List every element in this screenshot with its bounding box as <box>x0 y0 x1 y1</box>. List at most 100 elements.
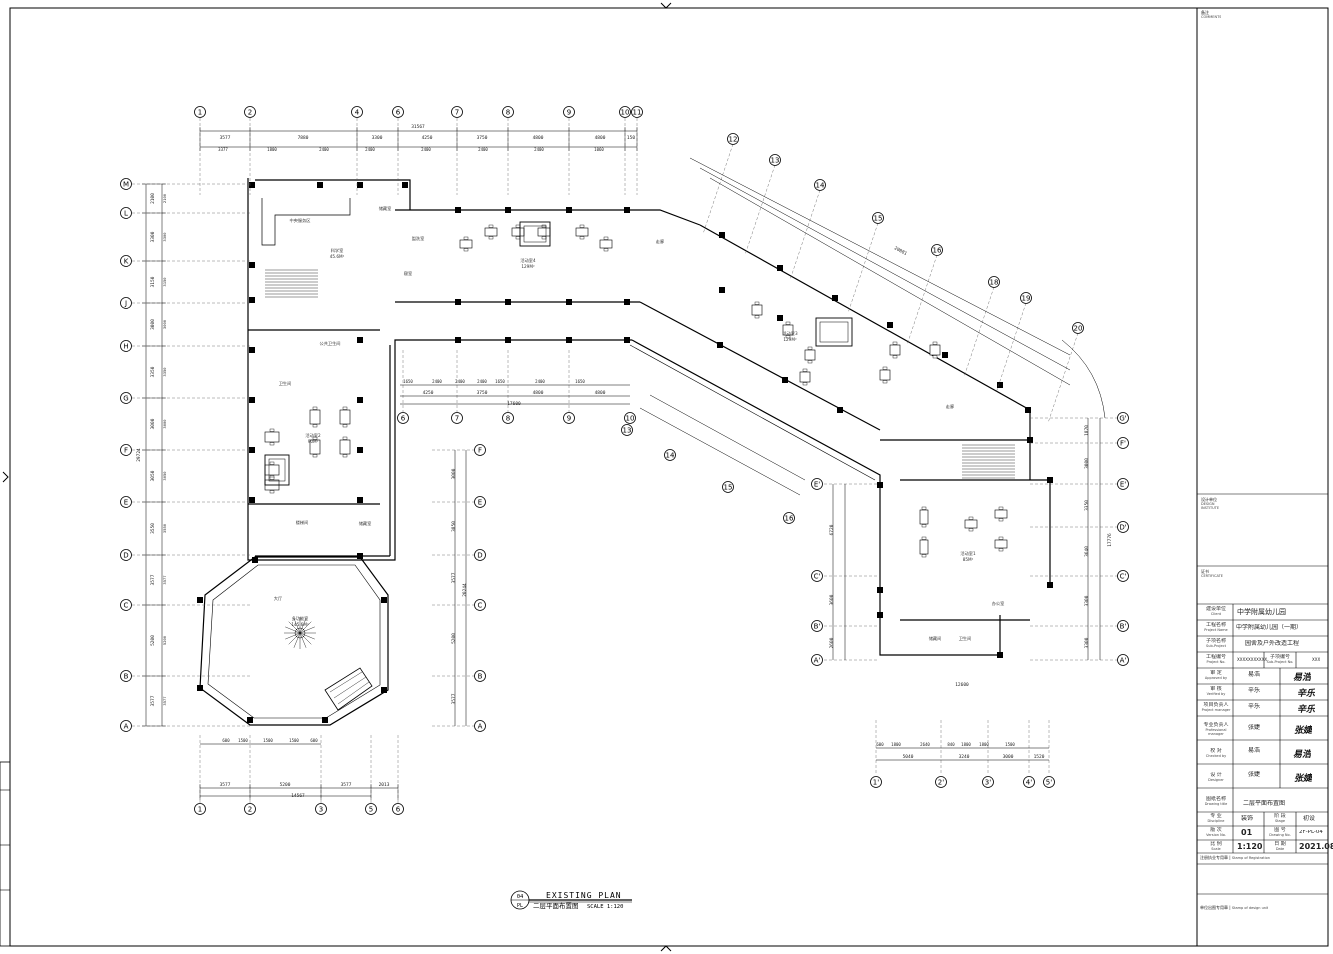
dim-left-b-8: 3577 <box>162 575 167 584</box>
grid-left-J: J <box>124 300 127 308</box>
walls <box>197 178 1053 726</box>
grid-left-B-circle <box>120 670 132 682</box>
room-r10-line1: 145.6M² <box>291 622 309 627</box>
grid-top-8-circle <box>502 106 514 118</box>
grid-right-Fp-circle <box>1117 437 1129 449</box>
dim-left-5: 3000 <box>150 418 156 429</box>
dim-inner-sub-0: 1650 <box>403 379 413 384</box>
room-labels: 中央服务区科学室45.6M²储藏室活动室4129M²盥洗室寝室活动室3129M²… <box>274 205 1004 642</box>
grid-left-H: H <box>123 343 128 351</box>
grid-right-left-Cp-circle <box>811 570 823 582</box>
grid-right-bottom-3p-circle <box>982 776 994 788</box>
subproject-en: Sub-Project <box>1206 644 1226 648</box>
design-en2: INSTITUTE <box>1201 506 1220 510</box>
professional-label: 专业负责人 <box>1203 722 1229 728</box>
dim-left-4: 3350 <box>150 366 156 377</box>
dim-top-sub-2: 2400 <box>319 147 329 152</box>
certificate-label: 证书 <box>1201 569 1209 574</box>
certificate-en: CERTIFICATE <box>1201 574 1223 578</box>
comments-cell: 备注 COMMENTS <box>1201 10 1221 19</box>
dim-top-4: 3750 <box>477 135 488 141</box>
plan-scale: SCALE 1:120 <box>587 904 623 910</box>
grid-inner-7-circle <box>451 412 463 424</box>
professional-en: Professional manager <box>1205 728 1227 736</box>
grid-top-8: 8 <box>506 109 510 117</box>
dim-rb-0: 5040 <box>903 754 914 760</box>
grid-mid-C-circle <box>474 599 486 611</box>
grid-bottom-5: 5 <box>369 806 373 814</box>
plan-label-sheet: PL <box>517 903 523 909</box>
grid-bottom-2: 2 <box>248 806 252 814</box>
room-r9-line1: 90M² <box>308 439 319 444</box>
approved-en: Approved by <box>1204 676 1228 680</box>
grid-right-Ep: E' <box>1120 481 1126 489</box>
grid-inner-9-circle <box>563 412 575 424</box>
dim-top-1: 7880 <box>298 135 309 141</box>
dim-inner-sub-2: 2400 <box>455 379 465 384</box>
verified-signature: 辛乐 <box>1297 689 1316 699</box>
project-label: 工程名称 <box>1205 622 1226 628</box>
approved-value: 易浩 <box>1248 671 1261 678</box>
dim-top-3: 4250 <box>422 135 433 141</box>
version-label-cell: 版 次 Version No. <box>1200 827 1232 837</box>
dim-top-sub-7: 1060 <box>594 147 604 152</box>
dim-right-2: 3350 <box>1084 500 1090 511</box>
grid-diag-20-circle <box>1072 322 1084 334</box>
grid-top-4: 4 <box>355 109 360 117</box>
grid-left-D: D <box>123 552 128 560</box>
grid-top-4-circle <box>351 106 363 118</box>
dim-mid-3: 5200 <box>451 633 457 644</box>
grid-top-7: 7 <box>455 109 459 117</box>
grid-diag-16-circle <box>931 244 943 256</box>
grid-right-Cp: C' <box>1120 573 1127 581</box>
dim-inner-sub-5: 2400 <box>535 379 545 384</box>
dim-inner-2: 4800 <box>533 390 544 396</box>
grid-left-J-circle <box>120 297 132 309</box>
grid-top-7-circle <box>451 106 463 118</box>
dim-inner-sub-3: 2400 <box>477 379 487 384</box>
dim-bottom-sub-4: 600 <box>310 738 318 743</box>
grid-diag-13: 13 <box>771 157 780 165</box>
grid-right-Dp-circle <box>1117 521 1129 533</box>
date-en: Date <box>1275 847 1285 851</box>
grid-right-bottom-4p-circle <box>1023 776 1035 788</box>
room-r4-line1: 129M² <box>521 264 535 269</box>
subproject-no-en: Sub-Project No. <box>1266 660 1294 664</box>
grid-bottom-2-circle <box>244 803 256 815</box>
grid-left-C-circle <box>120 599 132 611</box>
approved-label-cell: 审 定 Approved by <box>1200 670 1232 680</box>
dim-right-5: 3300 <box>1084 637 1090 648</box>
grid-bottom-3: 3 <box>319 806 323 814</box>
scale-en: Scale <box>1211 847 1221 851</box>
grid-left-G: G <box>123 395 128 403</box>
grid-top-10: 10 <box>621 109 630 117</box>
grid-right-left-Ep-circle <box>811 478 823 490</box>
dim-left-2: 3150 <box>150 276 156 287</box>
dim-bottom-3: 2013 <box>379 782 390 788</box>
version-value: 01 <box>1241 828 1253 837</box>
grid-right-Ap: A' <box>1120 657 1127 665</box>
professional-label-cell: 专业负责人 Professional manager <box>1200 722 1232 736</box>
drawing-title-en: Drawing title <box>1204 802 1228 806</box>
grid-right-left-Ap-circle <box>811 654 823 666</box>
grid-left-G-circle <box>120 392 132 404</box>
dim-rb-sub-3: 840 <box>947 742 955 747</box>
dim-bottom-sub-3: 1500 <box>289 738 299 743</box>
dim-rb-sub-5: 1800 <box>979 742 989 747</box>
grid-left-F: F <box>124 447 128 455</box>
room-r13: 公共卫生间 <box>320 340 341 347</box>
designer-en: Designer <box>1208 778 1224 782</box>
grid-inner-6: 6 <box>401 415 406 423</box>
room-r7: 活动室3 <box>782 330 798 337</box>
dim-left-10: 3577 <box>150 695 156 706</box>
grid-lines <box>132 118 1118 803</box>
dim-inner-sub-1: 2400 <box>432 379 442 384</box>
pm-en: Project manager <box>1201 708 1231 712</box>
plan-label-no: 04 <box>517 894 524 900</box>
grid-right-Ap-circle <box>1117 654 1129 666</box>
grid-right-Bp-circle <box>1117 620 1129 632</box>
grid-diag-19-circle <box>1020 292 1032 304</box>
center-mark-bottom <box>660 945 672 952</box>
grid-lower-diag-10: 10 <box>626 415 635 423</box>
